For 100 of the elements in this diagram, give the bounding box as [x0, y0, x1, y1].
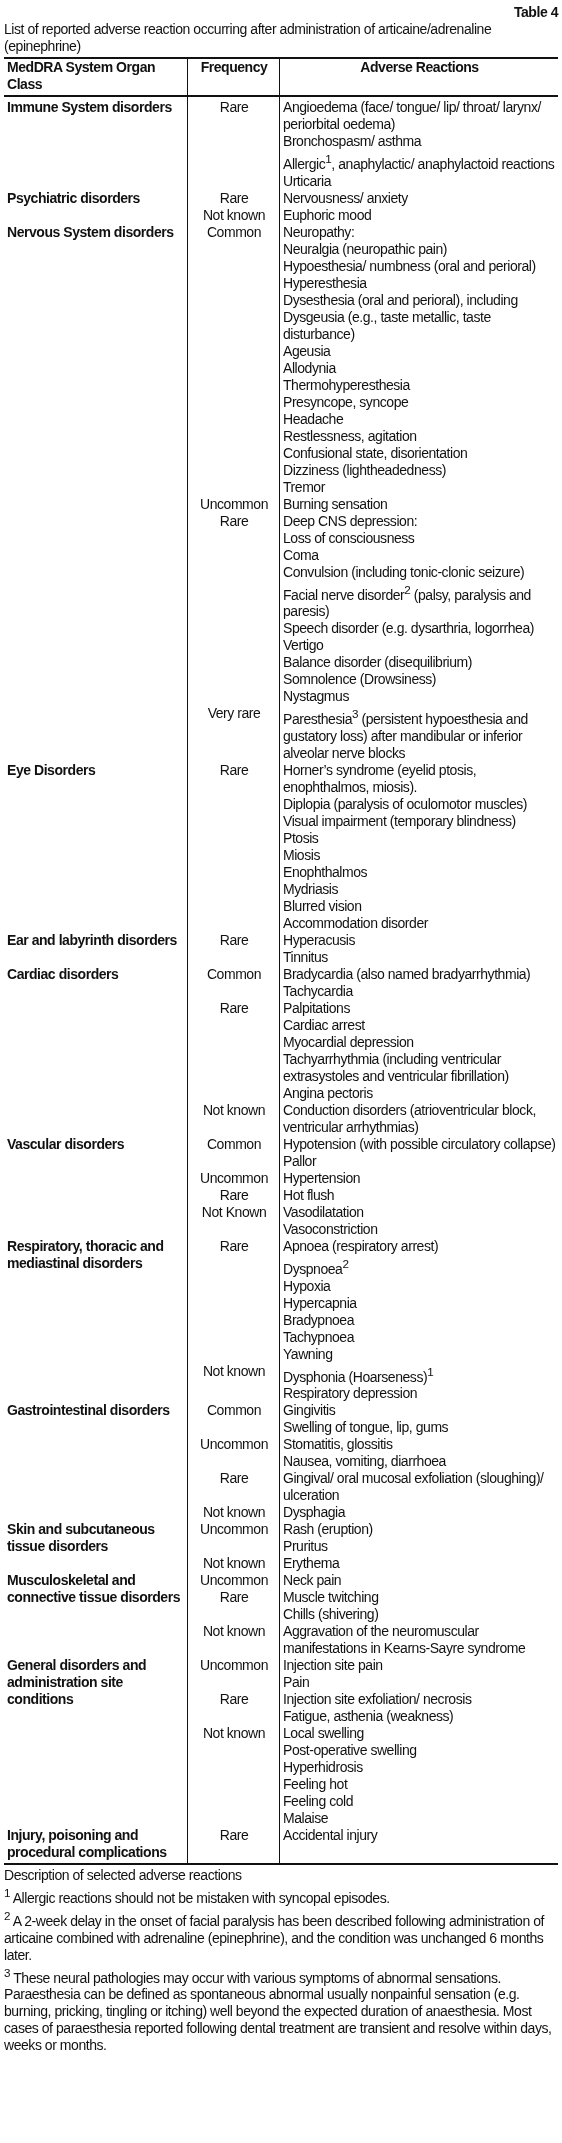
adverse-reaction: Local swelling: [283, 1725, 365, 1743]
adverse-reaction: Loss of consciousness: [283, 529, 416, 547]
frequency: Not known: [201, 1362, 267, 1380]
adverse-reaction: Hypoxia: [283, 1277, 332, 1295]
adverse-reaction: Respiratory depression: [283, 1385, 419, 1403]
frequency: Common: [205, 223, 263, 241]
adverse-reaction: Hypotension (with possible circulatory collapse): [283, 1135, 556, 1153]
adverse-reaction: Ageusia: [283, 342, 332, 360]
adverse-reaction: Facial nerve disorder$^{2}$ (palsy, paralysis and paresis): [283, 581, 532, 621]
adverse-reaction: Thermohyperesthesia: [283, 376, 412, 394]
system-organ-class: Nervous System disorders: [7, 223, 175, 241]
frequency: Not Known: [200, 1203, 268, 1221]
adverse-reaction: Stomatitis, glossitis: [283, 1436, 394, 1454]
adverse-reaction: Dizziness (lightheadedness): [283, 461, 447, 479]
system-organ-class: Musculoskeletal and connective tissue disorders: [7, 1572, 182, 1607]
adverse-reaction: Nausea, vomiting, diarrhoea: [283, 1453, 448, 1471]
adverse-reaction: Muscle twitching: [283, 1589, 380, 1607]
footnote: $^{2}$ A 2-week delay in the onset of facial paralysis has been described following administration of articaine combined with adrenaline (epinephrine), and the condition was unchanged 6 months later.: [4, 1907, 546, 1964]
footnote: $^{3}$ These neural pathologies may occur with various symptoms of abnormal sensations. Paraesthesia can be defined as spontaneous abnormal usually nonpainful sensation (e.g. burning, pricking, tingling or itching) well beyond the expected duration of anaesthesia. Most cases of paraesthesia reported following dental treatment are transient and resolve within days, weeks or months.: [4, 1964, 553, 2055]
adverse-reaction: Speech disorder (e.g. dysarthria, logorrhea): [283, 620, 535, 638]
adverse-reaction: Angioedema (face/ tongue/ lip/ throat/ larynx/ periorbital oedema): [283, 99, 543, 133]
adverse-reaction: Dysphagia: [283, 1504, 347, 1522]
frequency: Uncommon: [199, 1169, 269, 1187]
adverse-reaction: Hot flush: [283, 1186, 336, 1204]
adverse-reaction: Paresthesia$^{3}$ (persistent hypoesthesia and gustatory loss) after mandibular or inferior alveolar nerve blocks: [283, 706, 529, 762]
adverse-reaction: Hypoesthesia/ numbness (oral and perioral): [283, 257, 537, 275]
frequency: Rare: [218, 1470, 250, 1488]
adverse-reaction: Yawning: [283, 1345, 334, 1363]
frequency: Uncommon: [199, 1436, 269, 1454]
frequency: Rare: [218, 512, 250, 530]
adverse-reaction: Balance disorder (disequilibrium): [283, 654, 474, 672]
adverse-reaction: Post-operative swelling: [283, 1742, 418, 1760]
adverse-reaction: Headache: [283, 410, 345, 428]
frequency: Uncommon: [199, 495, 269, 513]
column-header: MedDRA System Organ Class: [7, 59, 156, 92]
adverse-reaction: Miosis: [283, 846, 321, 864]
frequency: Rare: [218, 1827, 250, 1845]
frequency: Not known: [201, 1555, 267, 1573]
adverse-reaction: Urticaria: [283, 172, 333, 190]
system-organ-class: Eye Disorders: [7, 761, 97, 779]
system-organ-class: Skin and subcutaneous tissue disorders: [7, 1521, 156, 1556]
footnote-heading: Description of selected adverse reactions: [4, 1867, 243, 1885]
adverse-reaction: Vasodilatation: [283, 1203, 365, 1221]
adverse-reaction: Erythema: [283, 1555, 341, 1573]
frequency: Rare: [218, 99, 250, 116]
adverse-reaction: Ptosis: [283, 829, 320, 847]
adverse-reaction: Somnolence (Drowsiness): [283, 671, 438, 689]
frequency: Very rare: [206, 705, 262, 723]
adverse-reaction: Gingival/ oral mucosal exfoliation (sloughing)/ ulceration: [283, 1470, 545, 1505]
adverse-reaction: Dysgeusia (e.g., taste metallic, taste disturbance): [283, 308, 492, 343]
adverse-reaction: Bradypnoea: [283, 1311, 356, 1329]
adverse-reaction: Dysesthesia (oral and perioral), including: [283, 291, 519, 309]
adverse-reaction: Nystagmus: [283, 688, 350, 706]
adverse-reaction: Hypercapnia: [283, 1294, 358, 1312]
system-organ-class: Cardiac disorders: [7, 965, 120, 983]
adverse-reaction: Convulsion (including tonic-clonic seizure): [283, 563, 526, 581]
frequency: Not known: [201, 1101, 267, 1119]
frequency: Uncommon: [199, 1521, 269, 1539]
column-header: Frequency: [200, 59, 268, 75]
adverse-reaction: Dysphonia (Hoarseness)$^{1}$: [283, 1363, 435, 1386]
adverse-reaction: Accidental injury: [283, 1827, 379, 1845]
adverse-reaction: Dyspnoea$^{2}$: [283, 1255, 350, 1278]
system-organ-class: Immune System disorders: [7, 99, 173, 116]
system-organ-class: Vascular disorders: [7, 1135, 126, 1153]
system-organ-class: Respiratory, thoracic and mediastinal disorders: [7, 1237, 165, 1272]
frequency: Rare: [218, 761, 250, 779]
adverse-reaction: Fatigue, asthenia (weakness): [283, 1708, 455, 1726]
adverse-reaction: Tachyarrhythmia (including ventricular extrasystoles and ventricular fibrillation): [283, 1050, 510, 1085]
adverse-reaction: Malaise: [283, 1810, 330, 1828]
adverse-reaction: Visual impairment (temporary blindness): [283, 812, 517, 830]
adverse-reaction: Injection site exfoliation/ necrosis: [283, 1691, 473, 1709]
adverse-reaction: Tremor: [283, 478, 327, 496]
frequency: Rare: [218, 189, 250, 207]
frequency: Not known: [201, 206, 267, 224]
system-organ-class: Gastrointestinal disorders: [7, 1402, 171, 1420]
adverse-reaction: Coma: [283, 546, 320, 564]
frequency: Common: [205, 965, 263, 983]
adverse-reaction: Hyperhidrosis: [283, 1759, 364, 1777]
frequency: Not known: [201, 1623, 267, 1641]
adverse-reaction: Vasoconstriction: [283, 1220, 379, 1238]
frequency: Rare: [218, 1237, 250, 1255]
adverse-reaction: Vertigo: [283, 637, 325, 655]
adverse-reaction: Euphoric mood: [283, 206, 373, 224]
adverse-reaction: Accommodation disorder: [283, 914, 430, 932]
frequency: Not known: [201, 1725, 267, 1743]
adverse-reaction: Injection site pain: [283, 1657, 384, 1675]
adverse-reaction: Apnoea (respiratory arrest): [283, 1237, 440, 1255]
adverse-reaction: Restlessness, agitation: [283, 427, 418, 445]
adverse-reaction: Confusional state, disorientation: [283, 444, 469, 462]
adverse-reaction: Neuralgia (neuropathic pain): [283, 240, 449, 258]
adverse-reaction: Palpitations: [283, 999, 351, 1017]
frequency: Not known: [201, 1504, 267, 1522]
adverse-reaction: Hyperacusis: [283, 931, 357, 949]
adverse-reaction: Myocardial depression: [283, 1033, 415, 1051]
adverse-reaction: Swelling of tongue, lip, gums: [283, 1419, 450, 1437]
adverse-reaction: Bradycardia (also named bradyarrhythmia): [283, 965, 532, 983]
adverse-reaction: Gingivitis: [283, 1402, 337, 1420]
system-organ-class: Psychiatric disorders: [7, 189, 141, 207]
adverse-reaction: Rash (eruption): [283, 1521, 374, 1539]
frequency: Common: [205, 1402, 263, 1420]
